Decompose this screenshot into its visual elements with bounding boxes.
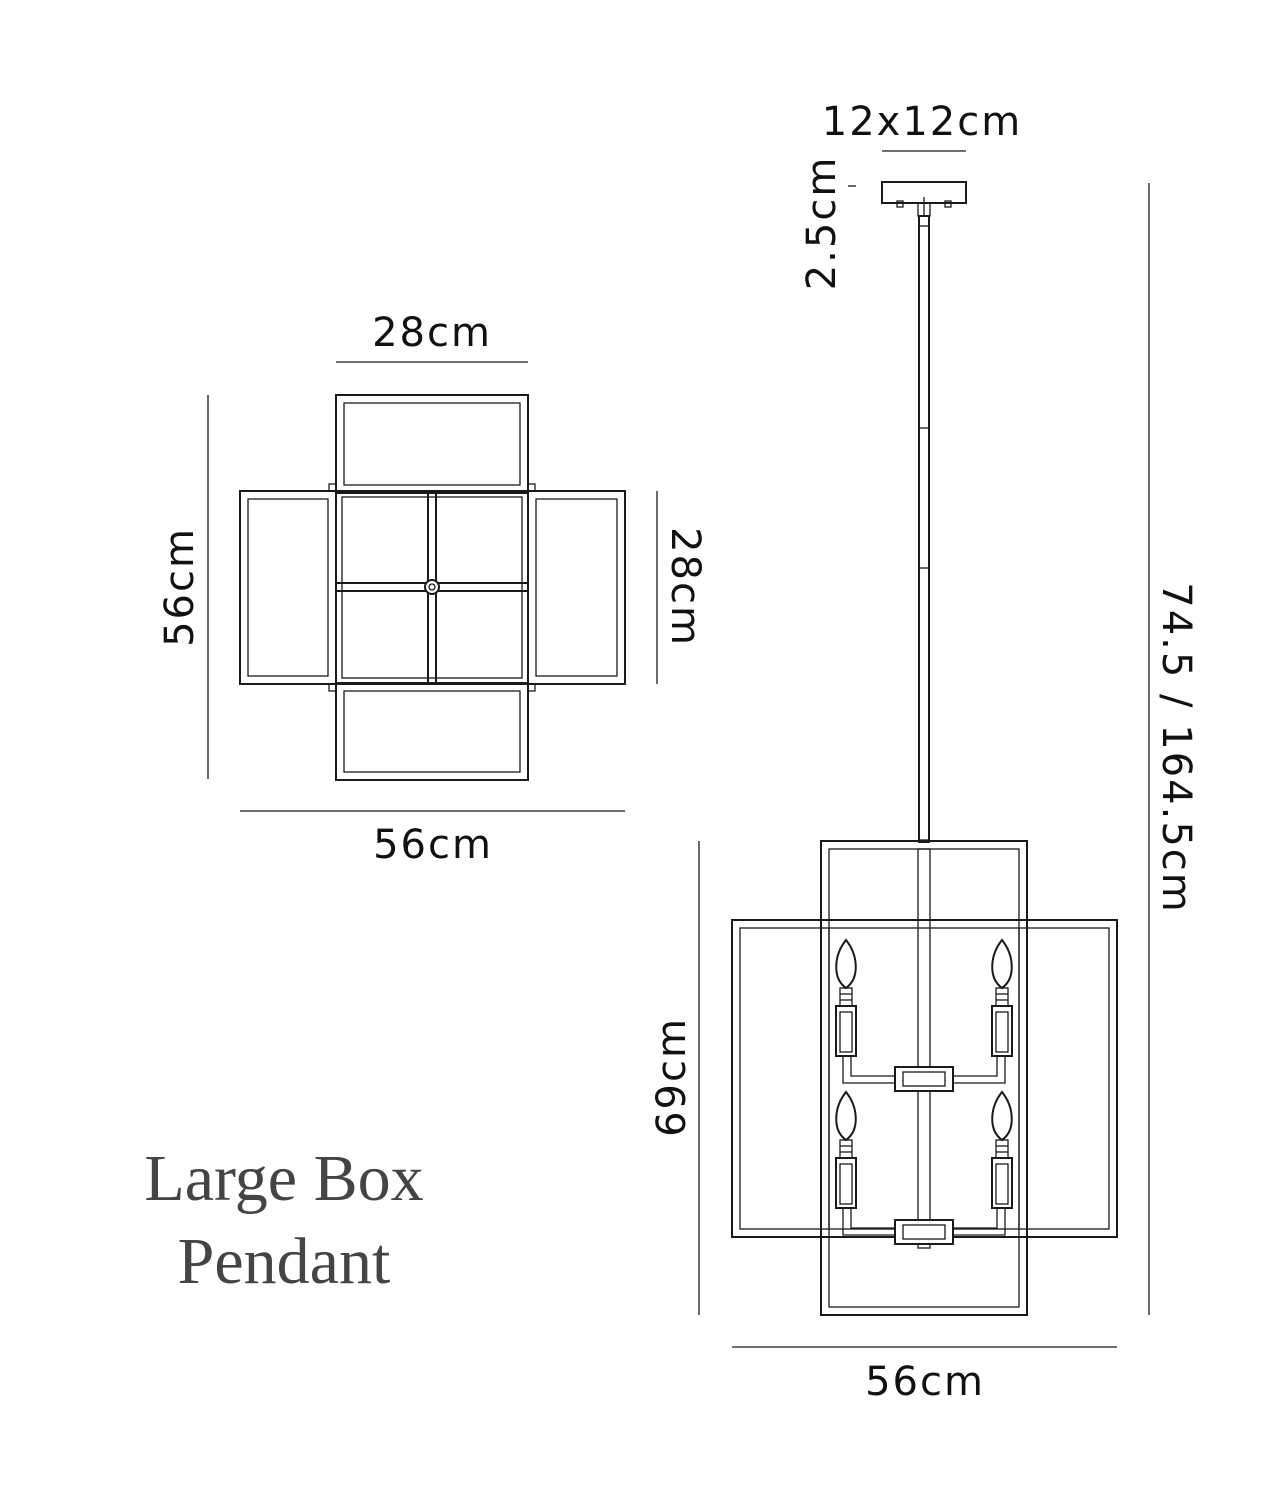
plan-height-label: 56cm — [157, 527, 203, 647]
bulb-icon — [835, 938, 857, 1057]
plan-view — [207, 361, 658, 812]
plan-right-height-label: 28cm — [662, 527, 708, 647]
overall-drop-label: 74.5 / 164.5cm — [1153, 582, 1199, 913]
canopy-size-label: 12x12cm — [822, 99, 1022, 145]
bulb-icon — [991, 1090, 1013, 1209]
product-title-line2: Pendant — [178, 1225, 391, 1298]
body-width-label: 56cm — [865, 1359, 985, 1405]
canopy-height-label: 2.5cm — [799, 156, 845, 291]
side-view — [698, 150, 1150, 1348]
product-title-line1: Large Box — [144, 1142, 423, 1215]
body-height-label: 69cm — [649, 1017, 695, 1137]
bulb-icon — [991, 938, 1013, 1057]
plan-bottom-width-label: 56cm — [373, 822, 493, 868]
plan-top-width-label: 28cm — [372, 310, 492, 356]
bulb-icon — [835, 1090, 857, 1209]
